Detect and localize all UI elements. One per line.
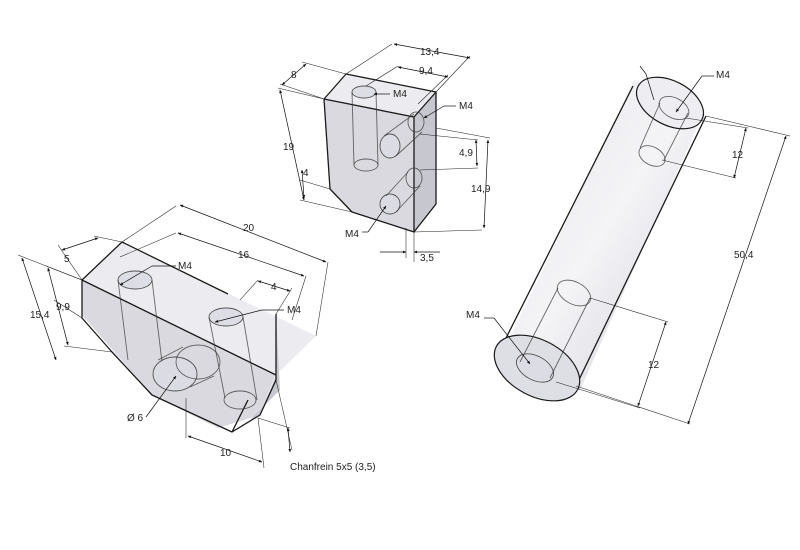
dim-middle-bottom: 4 [303,168,309,179]
dim-left-offset: 5 [64,254,70,265]
dim-middle-hole-step: 4,9 [459,148,473,159]
right-cylinder-part: 50,4 12 12 M4 M4 [466,65,791,425]
callout-left-thread-2: M4 [287,305,301,316]
dim-middle-hole-spacing: 9,4 [419,66,433,77]
dim-left-bottom: 10 [220,448,232,459]
callout-left-diameter: Ø 6 [127,413,144,424]
dim-left-height-inner: 9,9 [56,302,70,313]
dim-cylinder-length: 50,4 [734,250,754,261]
dim-middle-height-inner: 14,9 [471,184,491,195]
callout-cylinder-thread-top: M4 [716,70,730,81]
dim-left-hole-spacing: 16 [238,250,250,261]
dim-cylinder-hole-depth-top: 12 [732,150,744,161]
dim-middle-width: 13,4 [420,47,440,58]
dim-left-width: 20 [243,223,255,234]
callout-left-chamfer: Chanfrein 5x5 (3,5) [290,462,376,473]
dim-left-hole-offset: 4 [271,282,277,293]
middle-block-part: 13,4 9,4 8 19 4 4,9 14,9 3,5 M4 [277,43,491,264]
dim-middle-depth: 8 [291,70,297,81]
dim-left-height: 15,4 [30,310,50,321]
callout-left-thread-1: M4 [178,261,192,272]
callout-middle-thread-bottom: M4 [345,229,359,240]
left-block-part: 20 16 5 15,4 9,9 4 10 M4 M4 Ø 6 [17,204,376,473]
dim-middle-height: 19 [283,142,295,153]
dim-middle-edge: 3,5 [420,253,434,264]
callout-middle-thread-side: M4 [459,101,473,112]
callout-middle-thread-top: M4 [393,89,407,100]
dim-cylinder-hole-depth-bottom: 12 [648,360,660,371]
callout-cylinder-thread-bottom: M4 [466,310,480,321]
